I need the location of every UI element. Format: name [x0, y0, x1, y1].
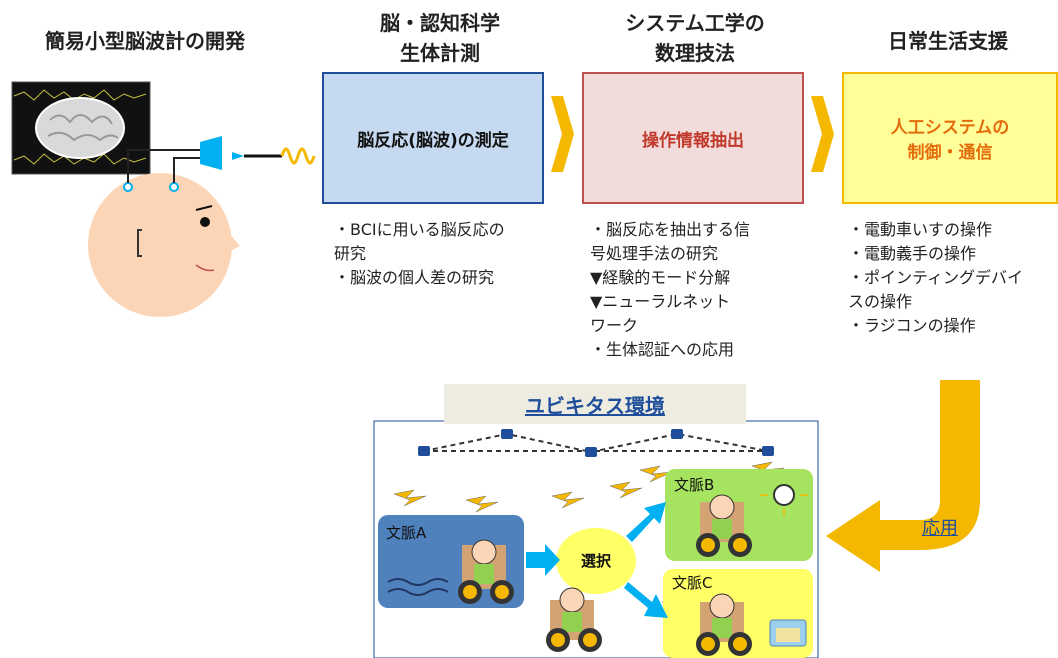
wireless-signal-icon [551, 491, 585, 509]
select-node [556, 528, 636, 594]
bullet-line: ・電動義手の操作 [848, 244, 977, 263]
apply-label[interactable]: 応用 [922, 518, 958, 539]
header-systems-engineering-line2: 数理技法 [655, 41, 735, 65]
header-daily-life-support: 日常生活支援 [888, 29, 1008, 53]
ubiquitous-title[interactable]: ユビキタス環境 [525, 393, 665, 418]
eye-icon [200, 217, 210, 227]
network-node-icon [762, 446, 774, 456]
network-node-icon [418, 446, 430, 456]
eyebrow-icon [195, 205, 213, 211]
wave-icon [387, 588, 449, 596]
bullet-line: ・ポインティングデバイ [848, 268, 1024, 287]
box-operation-extraction-label: 操作情報抽出 [642, 130, 744, 151]
network-link [423, 432, 769, 454]
bullet-line: 研究 [334, 244, 367, 263]
bullets-signal-processing: ・脳反応を抽出する信 号処理手法の研究 ▼経験的モード分解 ▼ニューラルネット … [590, 218, 820, 362]
wireless-signal-icon [465, 495, 499, 513]
electrode-wire [173, 157, 200, 183]
wave-icon [387, 578, 449, 586]
box-operation-extraction: 操作情報抽出 [582, 72, 804, 204]
wireless-signal-icon [393, 489, 427, 507]
arrow-select-to-c [624, 582, 668, 618]
amplifier-icon [200, 136, 222, 170]
wheelchair-user-icon [696, 593, 752, 656]
header-brain-science-line2: 生体計測 [400, 41, 480, 65]
bullet-line: ▼経験的モード分解 [590, 268, 731, 287]
bullet-line: ワーク [590, 316, 639, 335]
box-brain-measurement-label: 脳反応(脳波)の測定 [357, 130, 509, 151]
context-a-label: 文脈A [386, 524, 427, 542]
network-node-icon [501, 429, 513, 439]
head-icon [88, 173, 232, 317]
eeg-wave-line [13, 89, 147, 101]
wheelchair-user-icon [458, 539, 514, 604]
wheelchair-user-icon [696, 494, 752, 557]
brain-fold [47, 131, 119, 142]
bullet-line: ・生体認証への応用 [590, 340, 735, 359]
bullet-line: ・脳波の個人差の研究 [334, 268, 495, 287]
eeg-wave-line [13, 153, 147, 165]
arrow-a-to-select [526, 544, 560, 576]
context-b-label: 文脈B [674, 476, 715, 494]
header-eeg-development: 簡易小型脳波計の開発 [45, 29, 245, 53]
wheelchair-user-icon [546, 587, 602, 652]
header-systems-engineering-line1: システム工学の [625, 11, 765, 35]
header-systems-engineering: システム工学の 数理技法 [585, 8, 805, 68]
apply-arrow [826, 380, 980, 572]
wireless-signal-icon [609, 481, 643, 499]
brain-icon [35, 97, 125, 159]
bullet-line: ・電動車いすの操作 [848, 220, 993, 239]
select-label: 選択 [580, 552, 611, 570]
bullet-line: ▼ニューラルネット [590, 292, 731, 311]
transmitter-icon [232, 152, 244, 160]
brain-fold [49, 114, 113, 125]
electrode-icon [169, 182, 179, 192]
mouth-icon [195, 264, 215, 272]
ubiquitous-title-banner: ユビキタス環境 [444, 384, 746, 424]
electrode-icon [123, 182, 133, 192]
network-node-icon [671, 429, 683, 439]
ear-icon [137, 229, 142, 257]
header-brain-science: 脳・認知科学 生体計測 [330, 8, 550, 68]
box-system-control-line2: 制御・通信 [907, 143, 993, 163]
bullet-line: ・BCIに用いる脳反応の [334, 220, 505, 239]
flow-chevron-1 [551, 96, 574, 172]
bullet-line: ・脳反応を抽出する信 [590, 220, 751, 239]
electrode-wire [127, 149, 200, 183]
signal-wave [280, 147, 316, 165]
network-node-icon [585, 447, 597, 457]
box-system-control: 人工システムの 制御・通信 [842, 72, 1058, 204]
arrow-select-to-b [626, 502, 666, 542]
box-brain-measurement: 脳反応(脳波)の測定 [322, 72, 544, 204]
light-bulb-icon [773, 484, 795, 506]
bullet-line: スの操作 [848, 292, 913, 311]
bullet-line: ・ラジコンの操作 [848, 316, 976, 335]
box-system-control-line1: 人工システムの [890, 118, 1010, 138]
flow-chevron-2 [811, 96, 834, 172]
nose-icon [228, 232, 240, 252]
context-c-label: 文脈C [672, 574, 713, 592]
bullet-line: 号処理手法の研究 [590, 244, 719, 263]
bullets-brain-research: ・BCIに用いる脳反応の 研究 ・脳波の個人差の研究 [334, 218, 564, 290]
cake-body [776, 628, 800, 642]
bullets-applications: ・電動車いすの操作 ・電動義手の操作 ・ポインティングデバイ スの操作 ・ラジコ… [848, 218, 1058, 338]
header-brain-science-line1: 脳・認知科学 [380, 11, 500, 35]
